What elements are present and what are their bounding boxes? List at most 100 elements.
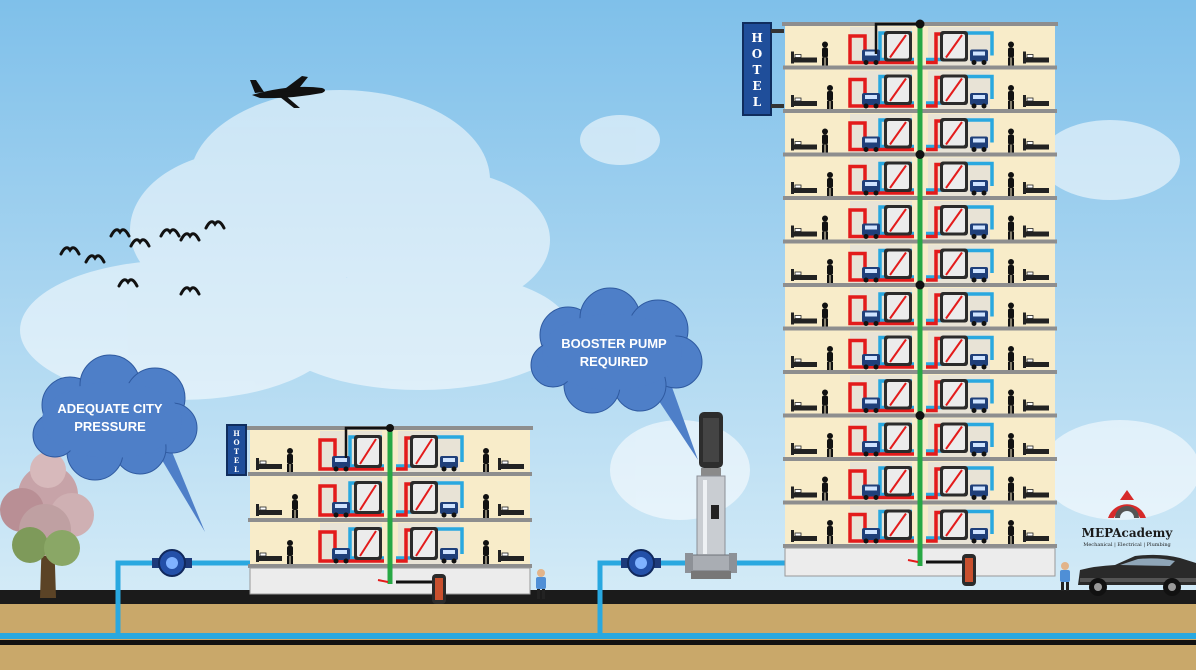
person-icon (1008, 41, 1014, 66)
sink-icon (970, 528, 988, 544)
person-icon (1008, 346, 1014, 370)
person-icon (822, 302, 828, 327)
hotel-sign-letter: T (753, 63, 762, 77)
bird-icon (129, 238, 151, 248)
person-icon (483, 540, 489, 564)
riser-pipe (917, 24, 923, 566)
person-icon (1008, 259, 1014, 283)
person-icon (827, 520, 833, 544)
bird-icon (117, 278, 139, 288)
bed-icon (498, 550, 524, 562)
bed-icon (791, 312, 817, 325)
bed-icon (1023, 225, 1049, 238)
riser-junction (915, 411, 925, 420)
riser-junction (915, 150, 925, 159)
bathtub-icon (884, 118, 912, 149)
person-icon (827, 85, 833, 109)
riser-header (874, 22, 920, 54)
riser-header (344, 426, 390, 458)
person-icon (1008, 128, 1014, 153)
bed-icon (1023, 312, 1049, 325)
water-heater-icon (907, 554, 976, 586)
person-icon (822, 41, 828, 66)
callout-text-line2: REQUIRED (580, 354, 649, 369)
person-icon (822, 389, 828, 414)
hot-water-branch (318, 484, 384, 517)
tree-icon (0, 452, 94, 598)
bird-icon (179, 286, 201, 296)
bathtub-icon (884, 74, 912, 105)
bird-icon (59, 246, 81, 256)
person-icon (287, 540, 293, 564)
bed-icon (1023, 356, 1049, 368)
bird-icon (109, 228, 131, 238)
logo-name: MEPAcademy (1082, 526, 1174, 540)
person-icon (827, 172, 833, 196)
bed-icon (1023, 138, 1049, 151)
bathtub-icon (884, 422, 912, 453)
bathtub-icon (940, 31, 968, 62)
hot-water-branch (848, 469, 914, 500)
hotel-sign-letter: E (752, 79, 761, 93)
callout-text-line2: PRESSURE (74, 419, 146, 434)
person-icon (827, 346, 833, 370)
bed-icon (791, 443, 817, 455)
bird-icon (84, 254, 106, 264)
bathtub-icon (940, 509, 968, 540)
callout-text-line1: ADEQUATE CITY (57, 401, 163, 416)
bathtub-icon (884, 509, 912, 540)
hotel-sign-small: H O T E L (226, 424, 247, 476)
bathtub-icon (410, 481, 438, 514)
riser-junction (386, 424, 394, 432)
sink-icon (862, 528, 880, 544)
water-meter-icon (152, 549, 192, 577)
person-icon (1008, 215, 1014, 240)
bird-icon (204, 220, 226, 230)
sink-icon (440, 502, 458, 518)
bed-icon (1023, 443, 1049, 455)
hotel-sign-letter: O (752, 47, 762, 61)
bed-icon (498, 504, 524, 516)
bathtub-icon (940, 118, 968, 149)
bathtub-icon (884, 335, 912, 366)
bed-icon (791, 399, 817, 412)
bed-icon (791, 356, 817, 368)
riser-junction (915, 19, 925, 29)
callout-booster-pump: BOOSTER PUMP REQUIRED (530, 287, 703, 460)
sink-icon (332, 502, 350, 518)
person-icon (822, 476, 828, 501)
hotel-sign-letter: T (234, 447, 240, 456)
sink-icon (970, 354, 988, 370)
person-icon (1008, 476, 1014, 501)
hot-water-branch (848, 77, 914, 108)
bathtub-icon (410, 435, 438, 468)
sink-icon (862, 136, 880, 152)
hot-water-branch (848, 208, 914, 239)
bathtub-icon (354, 481, 382, 514)
water-meter-icon (621, 549, 661, 577)
person-icon (483, 448, 489, 472)
person-icon (292, 494, 298, 518)
hot-water-branch (848, 512, 914, 543)
bird-flock (59, 220, 226, 296)
person-icon (827, 433, 833, 457)
bed-icon (791, 138, 817, 151)
bathtub-icon (940, 74, 968, 105)
water-heater-icon (377, 574, 446, 604)
sink-icon (970, 223, 988, 239)
hotel-sign-letter: H (751, 31, 762, 45)
sink-icon (862, 223, 880, 239)
hot-water-branch (848, 34, 914, 65)
sink-icon (440, 548, 458, 564)
sink-icon (862, 354, 880, 370)
person-icon (287, 448, 293, 472)
sink-icon (862, 310, 880, 326)
sink-icon (970, 267, 988, 283)
bed-icon (1023, 269, 1049, 281)
hotel-sign-letter: H (233, 429, 240, 438)
bed-icon (256, 550, 282, 562)
sink-icon (862, 441, 880, 457)
hotel-sign-letter: E (234, 456, 239, 465)
hot-water-branch (848, 425, 914, 456)
bathtub-icon (940, 335, 968, 366)
